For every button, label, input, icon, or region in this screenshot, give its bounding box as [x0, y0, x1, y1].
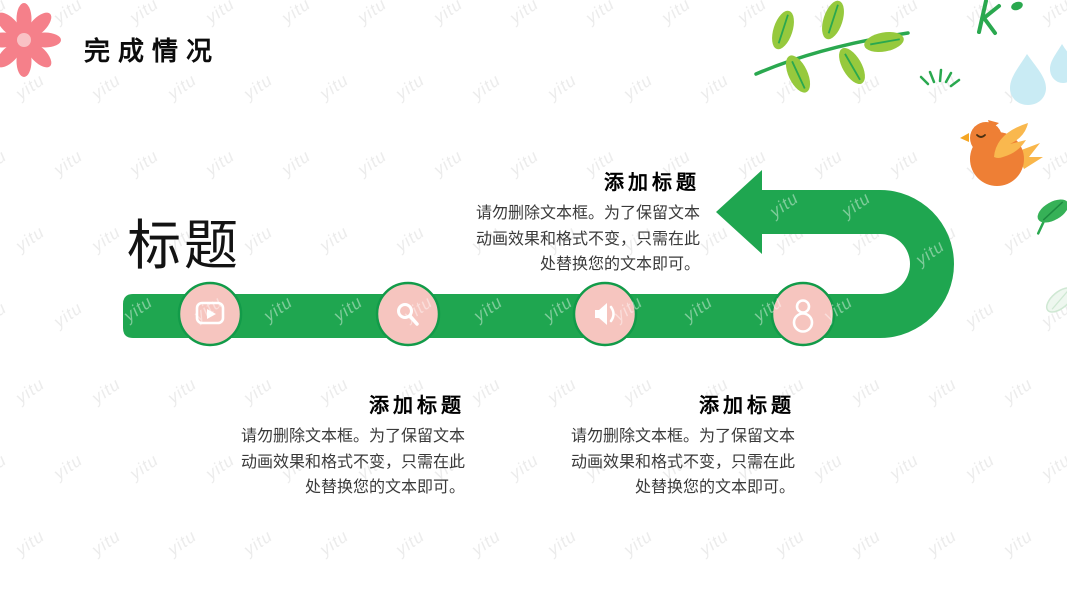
timeline-arrow — [123, 170, 954, 338]
flower-icon — [0, 3, 61, 77]
person-icon — [792, 299, 814, 333]
timeline-node-person — [770, 281, 836, 347]
twig-icon — [977, 0, 1023, 35]
block-body: 请勿删除文本框。为了保留文本动画效果和格式不变，只需在此处替换您的文本即可。 — [240, 428, 465, 496]
leaf-branch-icon — [754, 0, 910, 93]
water-drop-icon — [1010, 44, 1067, 105]
text-block-bottom-left: 添加标题 请勿删除文本框。为了保留文本动画效果和格式不变，只需在此处替换您的文本… — [233, 389, 465, 501]
timeline-node-video — [177, 281, 243, 347]
text-block-top: 添加标题 请勿删除文本框。为了保留文本动画效果和格式不变，只需在此处替换您的文本… — [468, 166, 700, 278]
text-block-bottom-right: 添加标题 请勿删除文本框。为了保留文本动画效果和格式不变，只需在此处替换您的文本… — [563, 389, 795, 501]
block-heading: 添加标题 — [699, 395, 795, 417]
section-title: 标题 — [127, 216, 241, 276]
block-heading: 添加标题 — [369, 395, 465, 417]
speaker-icon — [595, 303, 615, 325]
page-title: 完成情况 — [84, 36, 221, 66]
grass-tuft-icon — [919, 68, 961, 88]
timeline-node-search — [375, 281, 441, 347]
block-body: 请勿删除文本框。为了保留文本动画效果和格式不变，只需在此处替换您的文本即可。 — [570, 428, 795, 496]
timeline-node-speaker — [572, 281, 638, 347]
block-heading: 添加标题 — [604, 172, 700, 194]
leaf-icon — [1036, 199, 1067, 235]
block-body: 请勿删除文本框。为了保留文本动画效果和格式不变，只需在此处替换您的文本即可。 — [475, 205, 700, 273]
bird-icon — [960, 120, 1043, 186]
video-icon — [195, 301, 225, 325]
search-icon — [397, 303, 419, 326]
